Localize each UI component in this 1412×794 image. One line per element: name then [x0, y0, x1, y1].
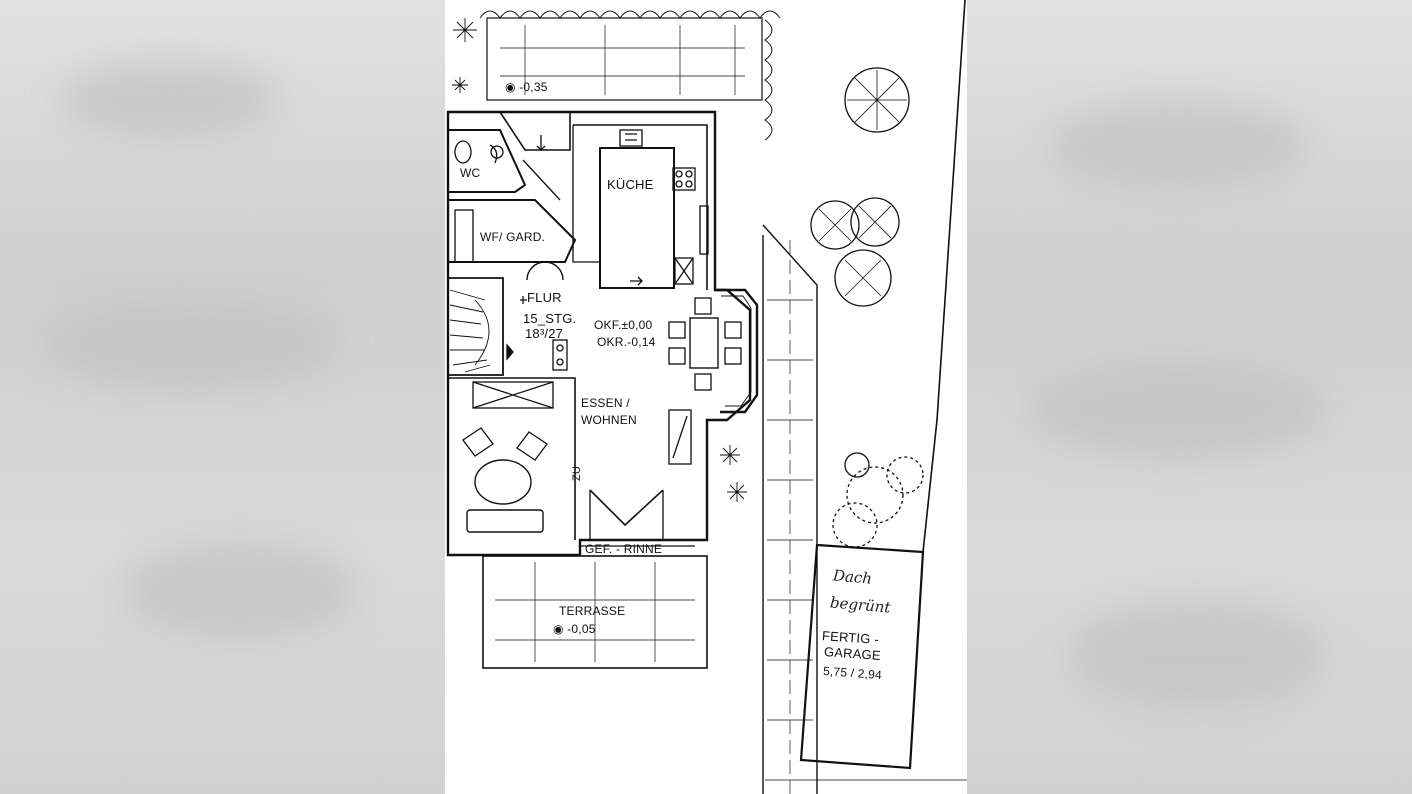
kitchen-room [599, 147, 675, 289]
coffee-table [474, 459, 532, 505]
armchair-right [516, 431, 548, 461]
okr-level-label: OKR.-0,14 [597, 335, 656, 349]
garage-handwritten-line-1: Dach [832, 566, 873, 588]
flur-label: FLUR [527, 290, 562, 305]
plant-small-1 [720, 445, 740, 465]
floor-plan: WC WF/ GARD. KÜCHE FLUR 15_STG. 18³/27 O… [445, 0, 967, 794]
gef-rinne-label: GEF. - RINNE [585, 542, 663, 556]
garden-path [762, 224, 818, 794]
okf-level-label: OKF.±0,00 [594, 318, 653, 332]
wf-gard-label: WF/ GARD. [480, 230, 546, 244]
property-line [922, 0, 966, 553]
blurred-background-left [0, 0, 445, 794]
wohnen-label: WOHNEN [581, 413, 637, 427]
tree-3 [850, 197, 900, 247]
plant-small-4 [452, 77, 468, 93]
terrace [482, 555, 708, 669]
level-marker-icon: ◉ [553, 622, 568, 636]
floor-plan-drawing [446, 0, 967, 794]
zu-label: ZU [571, 465, 584, 482]
shrub-group [832, 452, 924, 548]
terrasse-label: TERRASSE [559, 604, 626, 618]
wc-toilet [454, 140, 472, 164]
stairs-dims-label: 18³/27 [525, 326, 564, 341]
dining-table [689, 317, 719, 369]
tree-4 [834, 249, 892, 307]
tree-1 [844, 67, 910, 133]
wf-gard-room [448, 199, 577, 263]
terrasse-level-label: ◉ -0,05 [553, 622, 596, 636]
stairs-count-label: 15_STG. [523, 311, 577, 326]
hedge-right [764, 19, 773, 141]
garage-outline [799, 543, 925, 770]
staircase [448, 277, 504, 376]
hedge-top [479, 10, 781, 19]
essen-label: ESSEN / [581, 396, 630, 410]
plant-small-3 [453, 18, 477, 42]
blurred-background-right [967, 0, 1412, 794]
kueche-label: KÜCHE [607, 177, 654, 192]
wc-label: WC [460, 166, 481, 180]
wc-room [448, 129, 527, 193]
level-marker-icon: ◉ [505, 80, 520, 94]
plant-small-2 [727, 482, 747, 502]
tree-2 [810, 200, 860, 250]
bay-window [715, 288, 759, 414]
armchair-left [462, 427, 494, 457]
top-level-label: ◉ -0,35 [505, 80, 548, 94]
sofa [466, 509, 544, 533]
